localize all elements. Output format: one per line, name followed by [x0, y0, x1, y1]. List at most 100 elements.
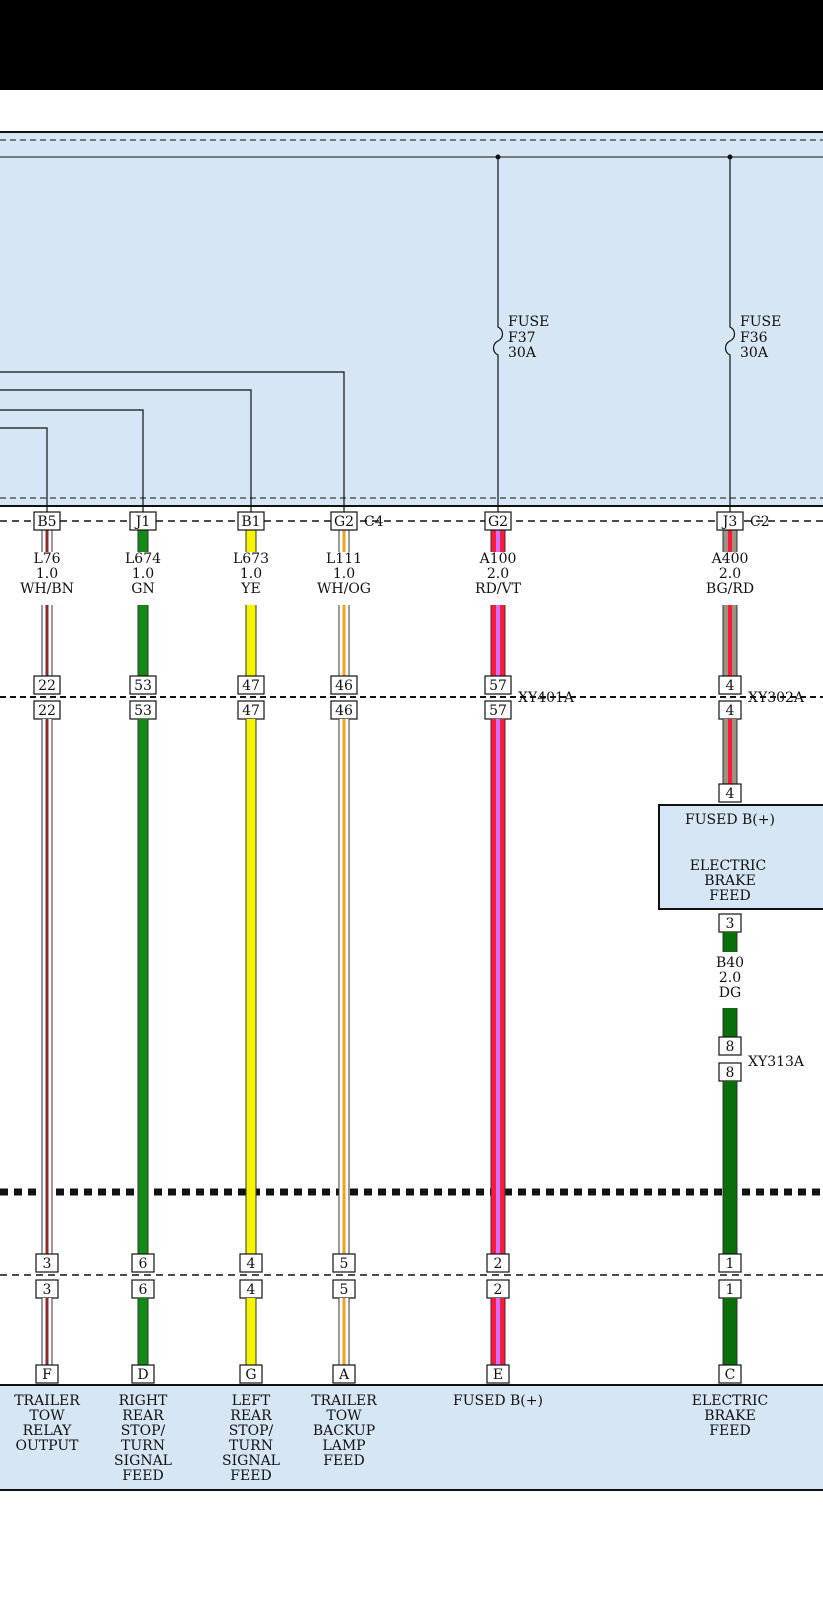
wire-l673-terminal-text: G	[245, 1367, 256, 1383]
wire-l674-circuit: L674	[125, 551, 161, 567]
wire-l111-inline-bot-text: 46	[335, 703, 353, 719]
wire-a100-seg-d-stripe	[496, 1298, 500, 1365]
wire-a400-desc-2: FEED	[709, 1423, 750, 1439]
wire-l673-seg-c-base	[246, 719, 256, 1254]
wire-a100-pin-box	[484, 511, 512, 531]
wire-a400-terminal-text: C	[725, 1367, 736, 1383]
wire-l673-inline-top-text: 47	[242, 678, 260, 694]
wire-l674-desc-2: STOP/	[121, 1423, 166, 1439]
wire-l111-terminal-text: A	[338, 1367, 350, 1383]
wire-l673-desc-5: FEED	[230, 1468, 271, 1484]
wire-l674-seg-c-base	[138, 719, 148, 1254]
wire-l76-seg-a-stripe	[45, 530, 49, 552]
wire-a100-gauge: 2.0	[487, 566, 509, 582]
wire-a100-inline-top-text: 57	[489, 678, 507, 694]
wire-b40-inline-bot-text: 8	[726, 1065, 735, 1081]
wire-l76-seg-c-stripe	[45, 719, 49, 1254]
wire-l76-desc-1: TOW	[29, 1408, 65, 1424]
brake-module-pin-out-text: 3	[726, 916, 735, 932]
wire-l674-inline-top-text: 53	[134, 678, 152, 694]
wire-l674-desc-1: REAR	[122, 1408, 164, 1424]
wire-a100-desc-0: FUSED B(+)	[453, 1393, 543, 1409]
wire-l674-inline-bot-text: 53	[134, 703, 152, 719]
wire-l673-terminal-box	[239, 1364, 263, 1384]
fuse-f37-line1: FUSE	[508, 314, 549, 330]
wire-l673-desc-2: STOP/	[229, 1423, 274, 1439]
wire-b40-seg-d-base	[723, 1298, 737, 1365]
internal-line-b5	[0, 427, 48, 520]
wire-l673-desc-4: SIGNAL	[222, 1453, 280, 1469]
wire-a400-seg-c-stripe	[728, 719, 732, 784]
wire-l674-color: GN	[131, 581, 154, 597]
wire-l674-desc-3: TURN	[121, 1438, 165, 1454]
wire-l111-lower-bot-text: 5	[340, 1282, 349, 1298]
wire-b40-seg-a-base	[723, 932, 737, 952]
fuse-f36-line2: F36	[740, 330, 768, 346]
brake-module-desc-3: FEED	[709, 888, 750, 904]
wire-l111-color: WH/OG	[317, 581, 371, 597]
wire-l673-color: YE	[240, 581, 260, 597]
wire-l76-lower-top-text: 3	[43, 1256, 52, 1272]
wire-a100-lower-bot-text: 2	[494, 1282, 503, 1298]
wire-a100-circuit: A100	[479, 551, 517, 567]
wire-b40-seg-c-base	[723, 1081, 737, 1254]
wire-a400-inline-top-box	[718, 675, 742, 695]
wire-l111-seg-d-stripe	[342, 1298, 346, 1365]
inline-xy313a-label: XY313A	[748, 1054, 805, 1070]
internal-line-j1	[0, 409, 144, 520]
wire-a100-seg-b-stripe	[496, 605, 500, 676]
wire-l76-lower-top-box	[35, 1253, 59, 1273]
wire-b40-circuit: B40	[716, 955, 744, 971]
fuse-f36-line3: 30A	[740, 345, 769, 361]
wire-l111-seg-c-stripe	[342, 719, 346, 1254]
wire-a400-desc-1: BRAKE	[704, 1408, 756, 1424]
wire-l673-lower-top-text: 4	[247, 1256, 256, 1272]
top-module-box	[0, 131, 823, 507]
wire-a100-color: RD/VT	[475, 581, 522, 597]
wire-l76-desc-0: TRAILER	[14, 1393, 80, 1409]
wire-b40-inline-top-text: 8	[726, 1039, 735, 1055]
wire-l674-terminal-text: D	[137, 1367, 148, 1383]
internal-line-b1	[0, 389, 252, 520]
wire-a100-seg-c-stripe	[496, 719, 500, 1254]
wire-l674-seg-a-base	[138, 530, 148, 552]
wire-l673-desc-0: LEFT	[232, 1393, 271, 1409]
wire-l673-seg-d-base	[246, 1298, 256, 1365]
wire-l674-inline-top-box	[129, 675, 157, 695]
wire-b40-color: DG	[719, 985, 741, 1001]
fuse-f36-line1: FUSE	[740, 314, 781, 330]
wire-l76-gauge: 1.0	[36, 566, 58, 582]
wire-l76-desc-3: OUTPUT	[16, 1438, 80, 1454]
wire-l673-seg-b-base	[246, 605, 256, 676]
wire-l674-lower-top-box	[131, 1253, 155, 1273]
wire-l674-seg-b-base	[138, 605, 148, 676]
wire-l111-desc-0: TRAILER	[311, 1393, 377, 1409]
wire-l111-desc-2: BACKUP	[313, 1423, 375, 1439]
wire-a100-terminal-text: E	[493, 1367, 503, 1383]
fuse-f37-icon	[492, 157, 504, 520]
brake-module-title: FUSED B(+)	[685, 812, 775, 828]
wire-l76-terminal-box	[35, 1364, 59, 1384]
fuse-f36-icon	[724, 157, 736, 520]
wire-a100-pin-text: G2	[488, 514, 508, 530]
wire-b40-gauge: 2.0	[719, 970, 741, 986]
brake-module-pin-in-box	[718, 783, 742, 803]
header-bar	[0, 0, 823, 90]
fuse-f37-line3: 30A	[508, 345, 537, 361]
brake-module-desc-1: ELECTRIC	[690, 858, 767, 874]
wire-l111-desc-1: TOW	[326, 1408, 362, 1424]
wire-a400-circuit: A400	[711, 551, 749, 567]
wire-l674-pin-box	[129, 511, 157, 531]
wire-l76-seg-b-stripe	[45, 605, 49, 676]
wire-a400-color: BG/RD	[706, 581, 754, 597]
bottom-module-box	[0, 1384, 823, 1491]
wire-l111-seg-a-stripe	[342, 530, 346, 552]
wire-l111-inline-top-box	[330, 675, 358, 695]
connector-c4-label: C4	[364, 514, 384, 530]
wire-l76-circuit: L76	[33, 551, 60, 567]
wire-l674-terminal-box	[131, 1364, 155, 1384]
wire-l111-pin-box	[330, 511, 358, 531]
wire-l674-desc-5: FEED	[122, 1468, 163, 1484]
brake-module-desc-2: BRAKE	[704, 873, 756, 889]
